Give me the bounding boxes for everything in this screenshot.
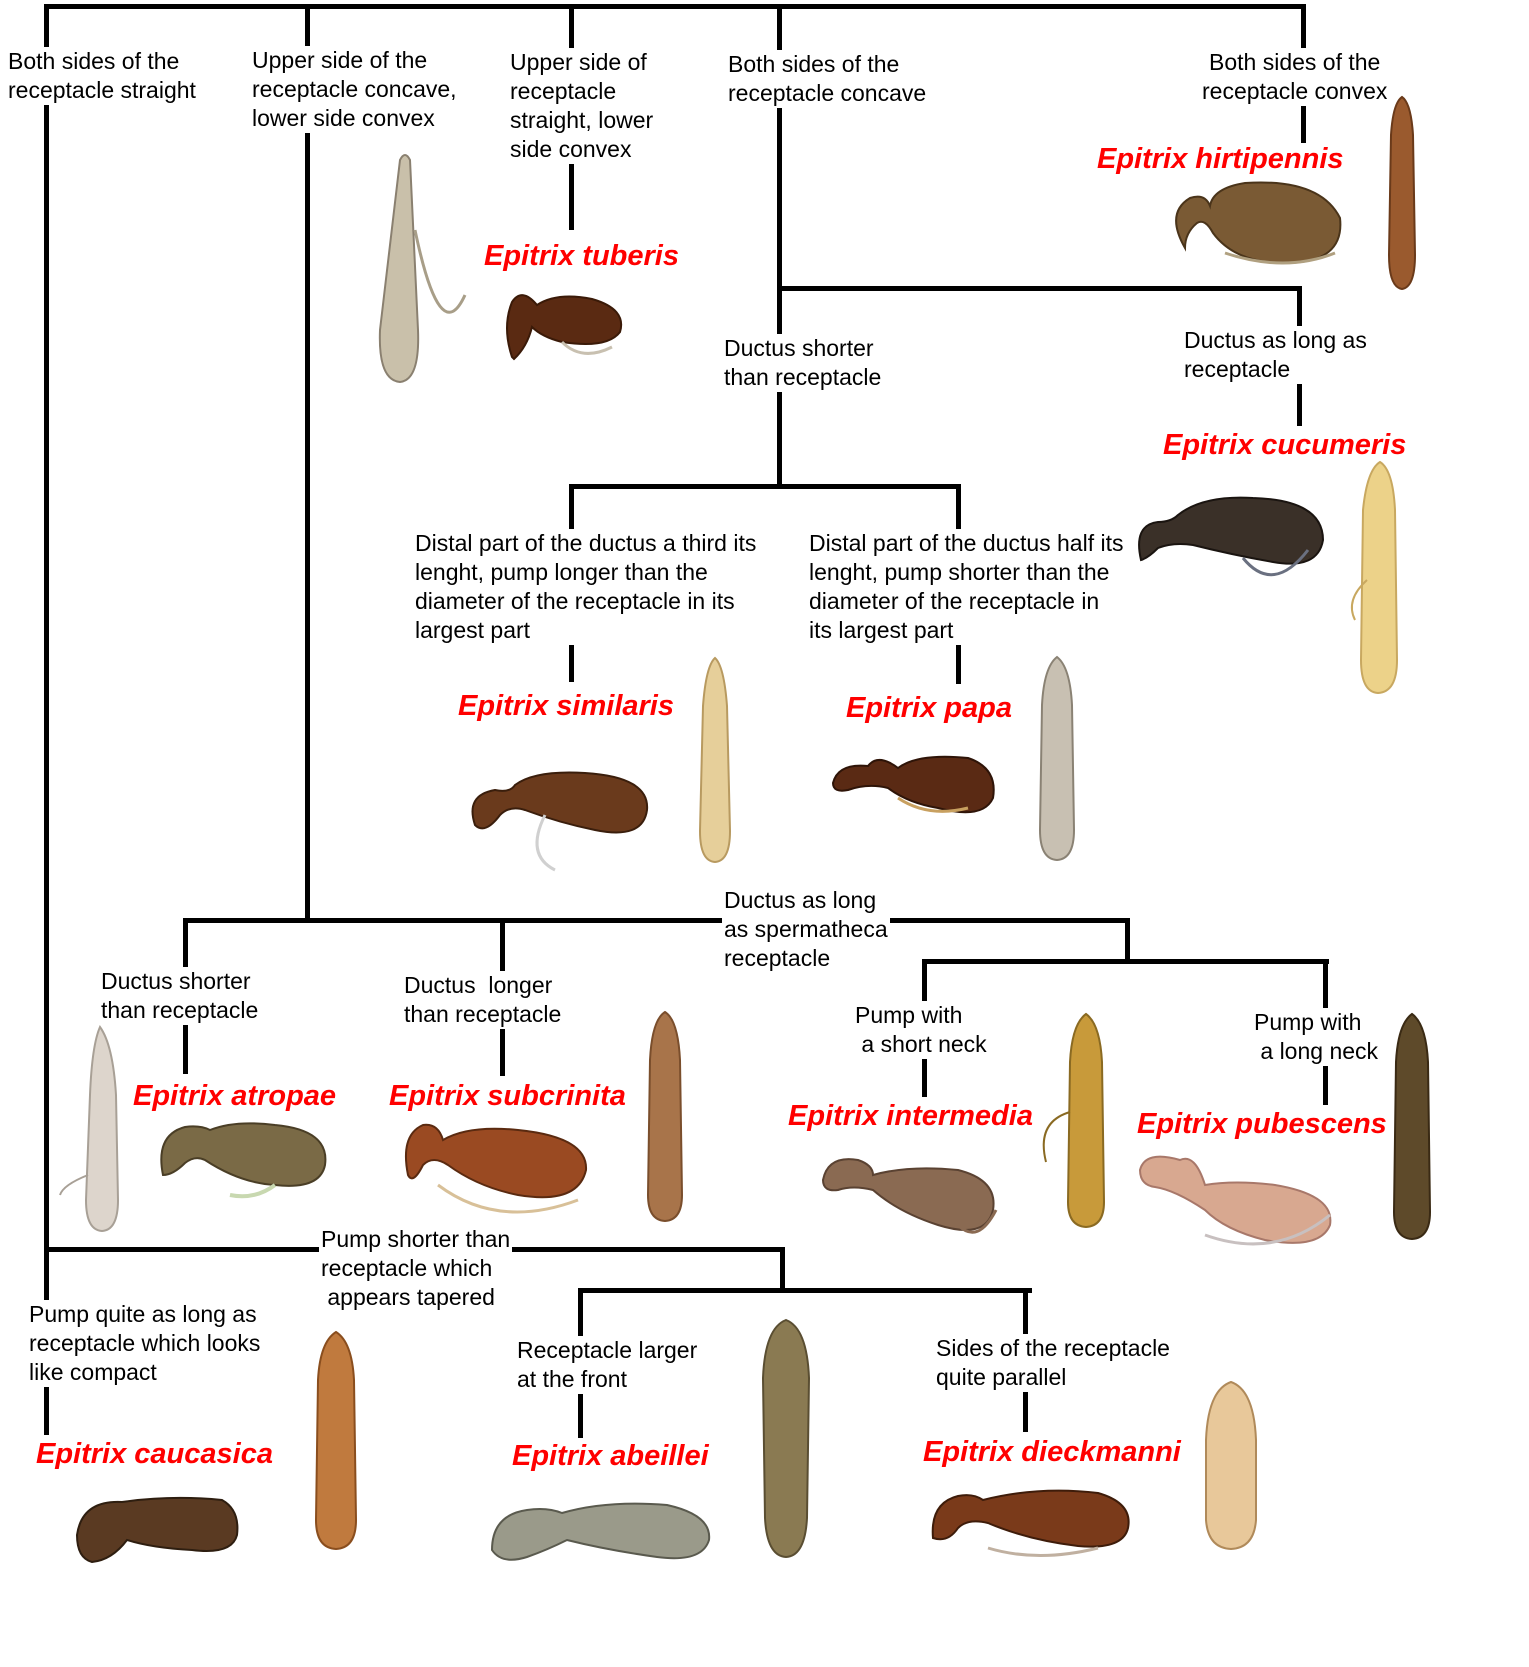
label-ductus-as-long-as-receptacle: Ductus as long as receptacle bbox=[1182, 326, 1369, 384]
label-receptacle-larger-front: Receptacle larger at the front bbox=[515, 1336, 699, 1394]
aedeagus-image-abeillei bbox=[755, 1318, 817, 1558]
label-pump-long-neck: Pump with a long neck bbox=[1252, 1008, 1380, 1066]
species-cucumeris: Epitrix cucumeris bbox=[1163, 429, 1406, 462]
species-subcrinita: Epitrix subcrinita bbox=[389, 1080, 626, 1113]
label-sides-parallel: Sides of the receptacle quite parallel bbox=[934, 1334, 1172, 1392]
spermatheca-image-caucasica bbox=[72, 1490, 242, 1570]
front-parallel-bar bbox=[578, 1288, 1032, 1293]
species-hirtipennis: Epitrix hirtipennis bbox=[1097, 143, 1344, 176]
neck-split-bar bbox=[922, 959, 1329, 964]
tapered-right-drop bbox=[780, 1247, 785, 1292]
species-similaris: Epitrix similaris bbox=[458, 690, 674, 723]
concave-split-bar bbox=[777, 286, 1302, 291]
species-intermedia: Epitrix intermedia bbox=[788, 1100, 1033, 1133]
aedeagus-image-dieckmanni bbox=[1198, 1380, 1264, 1550]
spermatheca-image-subcrinita bbox=[398, 1115, 593, 1225]
label-upper-concave-lower-convex: Upper side of the receptacle concave, lo… bbox=[250, 46, 459, 133]
spermatheca-image-dieckmanni bbox=[928, 1478, 1133, 1563]
species-abeillei: Epitrix abeillei bbox=[512, 1440, 709, 1473]
species-pubescens: Epitrix pubescens bbox=[1137, 1108, 1387, 1141]
spermatheca-image-atropae bbox=[155, 1115, 335, 1200]
species-papa: Epitrix papa bbox=[846, 692, 1012, 725]
label-both-concave: Both sides of the receptacle concave bbox=[726, 50, 928, 108]
aedeagus-image-atropae bbox=[58, 1025, 133, 1233]
aedeagus-image-similaris bbox=[690, 656, 740, 864]
label-both-convex: Both sides of the receptacle convex bbox=[1200, 48, 1389, 106]
label-pump-short-neck: Pump with a short neck bbox=[853, 1001, 989, 1059]
spermatheca-image-intermedia bbox=[818, 1150, 1003, 1245]
aedeagus-image-cucumeris bbox=[1345, 460, 1410, 695]
label-ductus-as-long-as-spermatheca: Ductus as long as spermatheca receptacle bbox=[722, 886, 890, 973]
spermatheca-image-pubescens bbox=[1135, 1145, 1340, 1260]
spermatheca-image-abeillei bbox=[487, 1495, 717, 1570]
trunk-concave-convex bbox=[305, 4, 310, 920]
label-ductus-longer: Ductus longer than receptacle bbox=[402, 971, 563, 1029]
aedeagus-image-pubescens bbox=[1382, 1012, 1440, 1240]
species-dieckmanni: Epitrix dieckmanni bbox=[923, 1436, 1181, 1469]
spermatheca-image-papa bbox=[828, 748, 1000, 826]
aedeagus-image-concave-convex bbox=[370, 150, 470, 385]
aedeagus-image-hirtipennis bbox=[1381, 95, 1423, 290]
aedeagus-image-papa bbox=[1028, 655, 1086, 861]
spermatheca-split-bar bbox=[183, 918, 1130, 923]
label-distal-half: Distal part of the ductus half its lengh… bbox=[807, 529, 1126, 645]
aedeagus-image-intermedia bbox=[1036, 1012, 1111, 1228]
aedeagus-image-caucasica bbox=[300, 1330, 372, 1550]
label-upper-straight-lower-convex: Upper side of receptacle straight, lower… bbox=[508, 48, 655, 164]
species-caucasica: Epitrix caucasica bbox=[36, 1438, 273, 1471]
label-ductus-shorter-2: Ductus shorter than receptacle bbox=[99, 967, 260, 1025]
label-pump-shorter-tapered: Pump shorter than receptacle which appea… bbox=[319, 1225, 512, 1312]
species-atropae: Epitrix atropae bbox=[133, 1080, 336, 1113]
aedeagus-image-subcrinita bbox=[640, 1010, 690, 1222]
spermatheca-image-similaris bbox=[465, 765, 655, 875]
label-distal-third: Distal part of the ductus a third its le… bbox=[413, 529, 758, 645]
label-ductus-shorter-1: Ductus shorter than receptacle bbox=[722, 334, 883, 392]
neck-split-stem bbox=[1125, 918, 1130, 963]
distal-split-bar bbox=[569, 484, 961, 489]
trunk-both-concave bbox=[777, 4, 782, 288]
spermatheca-image-tuberis bbox=[502, 287, 632, 367]
trunk-straight bbox=[44, 4, 49, 1256]
spermatheca-image-hirtipennis bbox=[1165, 178, 1350, 273]
spermatheca-image-cucumeris bbox=[1133, 490, 1328, 600]
top-bar bbox=[44, 4, 1306, 9]
label-pump-as-long-compact: Pump quite as long as receptacle which l… bbox=[27, 1300, 262, 1387]
label-both-straight: Both sides of the receptacle straight bbox=[6, 47, 198, 105]
species-tuberis: Epitrix tuberis bbox=[484, 240, 679, 273]
